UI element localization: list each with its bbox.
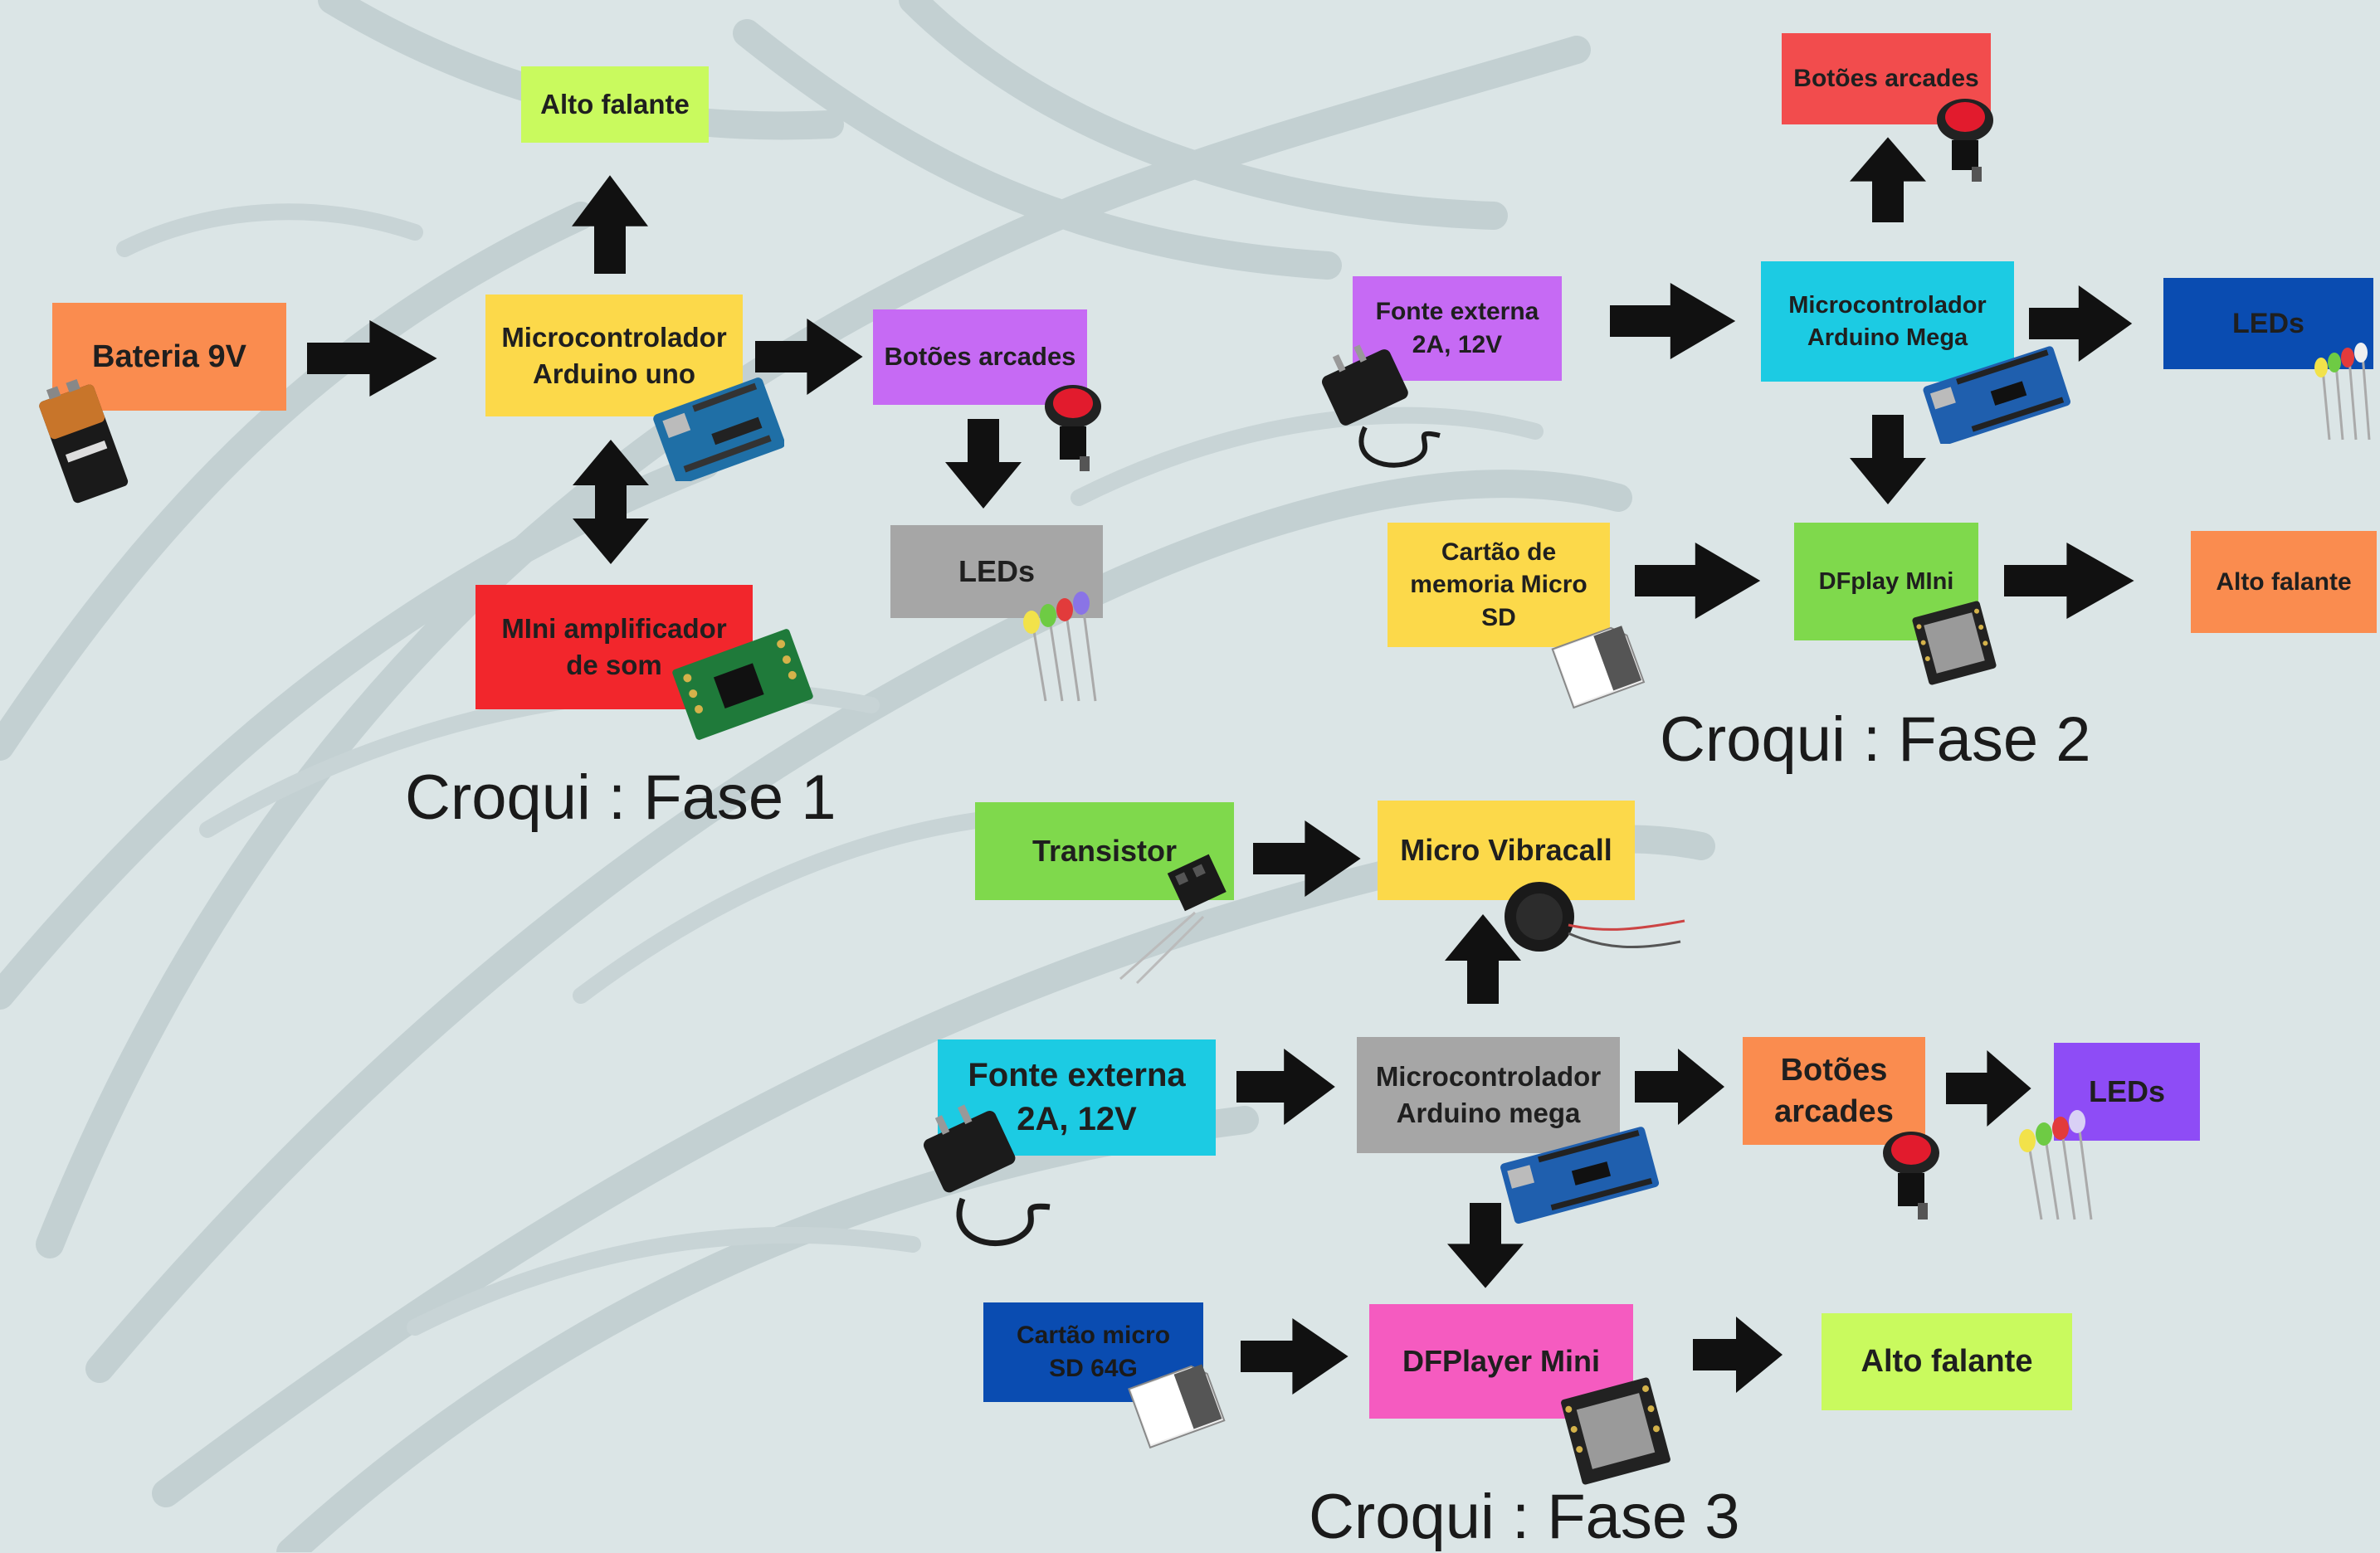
power3-label-line2: 2A, 12V [1017, 1101, 1137, 1137]
phase2-caption: Croqui : Fase 2 [1660, 704, 2091, 775]
arrow-sd2-to-dfplayer2 [1635, 543, 1761, 619]
arrow-mcu1-amp1-bidirectional [573, 440, 649, 564]
micro-sd-2-icon [1128, 1364, 1226, 1449]
buttons3-label-line1: Botões [1780, 1052, 1888, 1088]
dfplayer3-label: DFPlayer Mini [1402, 1344, 1601, 1379]
arrow-power2-to-mcu2 [1610, 283, 1736, 359]
leds1-label: LEDs [958, 554, 1036, 589]
sd2-label-line1: Cartão de [1441, 538, 1557, 566]
speaker2-box: Alto falante [2191, 531, 2377, 633]
arduino-uno-icon [653, 377, 784, 481]
sd3-label-line1: Cartão micro [1016, 1322, 1171, 1350]
leds2-box: LEDs [2163, 278, 2373, 369]
arcade-button-icon [1045, 385, 1101, 471]
arduino-mega-2-icon [1500, 1127, 1660, 1224]
arrow-mcu2-to-buttons2 [1850, 137, 1926, 222]
power-adapter-2-icon [923, 1104, 1051, 1247]
battery-icon [39, 378, 129, 504]
phase1-caption: Croqui : Fase 1 [405, 762, 836, 833]
amp1-label-line2: de som [566, 650, 662, 680]
led-2-icon [2314, 343, 2371, 441]
phase3-caption: Croqui : Fase 3 [1309, 1482, 1740, 1552]
sd2-label-line3: SD [1481, 603, 1516, 631]
arcade-button-3-icon [1883, 1132, 1939, 1220]
dfplayer-module-2-icon [1561, 1377, 1670, 1485]
mcu1-label-line1: Microcontrolador [501, 321, 727, 353]
power-adapter-icon [1321, 344, 1441, 468]
mcu3-label-line2: Arduino mega [1396, 1098, 1581, 1128]
mcu2-label-line1: Microcontrolador [1788, 292, 1987, 319]
leds3-label: LEDs [2088, 1074, 2166, 1109]
mcu3-label-line1: Microcontrolador [1375, 1061, 1602, 1093]
buttons3-box: Botões arcades [1743, 1037, 1925, 1145]
micro-sd-icon [1551, 626, 1646, 709]
arrow-dfplayer2-to-speaker2 [2004, 543, 2134, 619]
arrow-battery-to-mcu1 [307, 320, 437, 397]
mcu2-box: Microcontrolador Arduino Mega [1761, 261, 2014, 382]
sd3-label-line2: SD 64G [1049, 1355, 1138, 1382]
mcu1-label-line2: Arduino uno [532, 358, 696, 389]
led-icon [1023, 592, 1097, 702]
amp1-box: MIni amplificador de som [476, 585, 753, 709]
buttons1-box: Botões arcades [873, 309, 1087, 405]
led-3-icon [2019, 1110, 2093, 1220]
arrow-transistor-to-vibracall [1253, 820, 1361, 897]
transistor-icon [1119, 854, 1227, 985]
vibration-motor-icon [1505, 882, 1685, 952]
sd2-label-line2: memoria Micro [1410, 571, 1587, 599]
mcu1-box: Microcontrolador Arduino uno [485, 295, 743, 416]
transistor-label: Transistor [1031, 834, 1178, 869]
dfplayer2-label: DFplay MIni [1818, 567, 1954, 595]
battery-box: Bateria 9V [52, 303, 286, 411]
speaker2-label: Alto falante [2216, 567, 2352, 596]
power2-label-line2: 2A, 12V [1412, 331, 1503, 358]
arrow-dfplayer3-to-speaker3 [1693, 1317, 1783, 1393]
buttons1-label: Botões arcades [884, 342, 1076, 372]
speaker1-box: Alto falante [521, 66, 709, 143]
arrow-mcu1-to-speaker1 [572, 175, 648, 274]
arduino-mega-icon [1923, 346, 2070, 444]
arrow-sd3-to-dfplayer3 [1241, 1318, 1349, 1395]
arrow-mcu2-to-dfplayer2 [1850, 415, 1926, 504]
amplifier-board-icon [672, 629, 813, 740]
arrow-power3-to-mcu3 [1236, 1049, 1335, 1125]
dfplayer-module-icon [1912, 601, 1997, 685]
speaker1-label: Alto falante [540, 89, 690, 120]
dfplayer3-box: DFPlayer Mini [1369, 1304, 1633, 1419]
buttons3-label-line2: arcades [1774, 1094, 1894, 1129]
arrow-buttons1-to-leds1 [945, 419, 1022, 509]
leds2-label: LEDs [2232, 307, 2304, 339]
sd2-box: Cartão de memoria Micro SD [1388, 523, 1610, 647]
power2-label-line1: Fonte externa [1375, 298, 1539, 326]
arcade-button-2-icon [1937, 99, 1993, 182]
arrow-mcu3-to-buttons3 [1635, 1049, 1724, 1125]
mcu3-box: Microcontrolador Arduino mega [1357, 1037, 1620, 1153]
vibracall-box: Micro Vibracall [1378, 801, 1635, 900]
amp1-label-line1: MIni amplificador [501, 613, 727, 645]
speaker3-box: Alto falante [1822, 1313, 2072, 1410]
power3-label-line1: Fonte externa [968, 1057, 1186, 1094]
speaker3-label: Alto falante [1861, 1344, 2033, 1380]
vibracall-label: Micro Vibracall [1400, 833, 1612, 868]
battery-label: Bateria 9V [92, 338, 246, 374]
mcu2-label-line2: Arduino Mega [1807, 324, 1968, 351]
buttons2-label: Botões arcades [1793, 65, 1979, 93]
